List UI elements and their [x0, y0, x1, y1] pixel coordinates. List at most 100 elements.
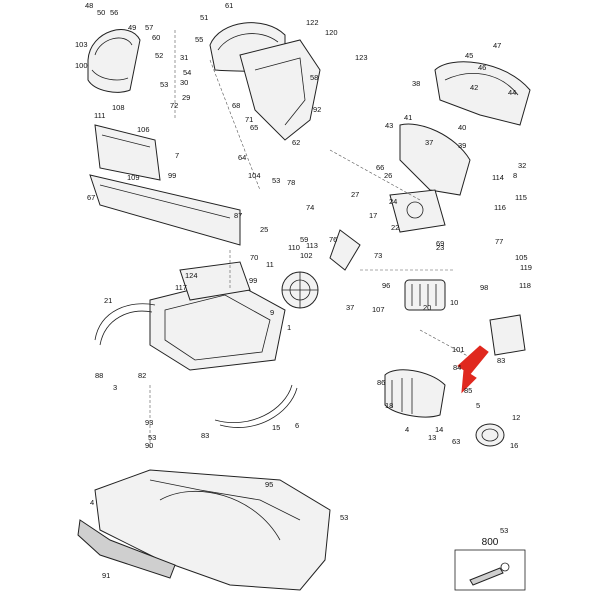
callout-118: 118 — [519, 281, 531, 290]
callout-79: 79 — [0, 0, 8, 2]
miter-detent-arc-right — [214, 384, 298, 428]
callout-46: 46 — [478, 63, 486, 72]
callout-55: 55 — [195, 35, 203, 44]
callout-4: 4 — [405, 425, 409, 434]
kit-item-800 — [454, 549, 526, 591]
callout-56: 56 — [110, 8, 118, 17]
callout-123: 123 — [355, 53, 368, 62]
callout-25: 25 — [260, 225, 268, 234]
callout-53: 53 — [272, 176, 280, 185]
upper-blade-guard — [87, 29, 141, 93]
callout-54: 54 — [183, 68, 191, 77]
callout-82: 82 — [138, 371, 146, 380]
callout-120: 120 — [325, 28, 338, 37]
callout-96: 96 — [382, 281, 390, 290]
callout-16: 16 — [510, 441, 518, 450]
callout-18: 18 — [385, 401, 393, 410]
callout-109: 109 — [127, 173, 140, 182]
callout-122: 122 — [306, 18, 319, 27]
callout-71: 71 — [245, 115, 253, 124]
callout-38: 38 — [412, 79, 420, 88]
callout-111: 111 — [94, 111, 105, 120]
bevel-lever — [329, 229, 361, 271]
callout-69: 69 — [436, 239, 444, 248]
callout-101: 101 — [452, 345, 465, 354]
end-cap — [475, 423, 505, 447]
callout-93: 93 — [145, 418, 153, 427]
callout-62: 62 — [292, 138, 300, 147]
assembly-guide-lines — [149, 30, 476, 450]
callout-6: 6 — [295, 421, 299, 430]
callout-100: 100 — [75, 61, 88, 70]
callout-37: 37 — [346, 303, 354, 312]
callout-30: 30 — [180, 78, 188, 87]
callout-116: 116 — [494, 203, 506, 212]
callout-91: 91 — [102, 571, 110, 580]
callout-124: 124 — [185, 271, 198, 280]
callout-45: 45 — [465, 51, 473, 60]
callout-37: 37 — [425, 138, 433, 147]
callout-1: 1 — [287, 323, 291, 332]
callout-113: 113 — [306, 241, 318, 250]
callout-106: 106 — [137, 125, 150, 134]
callout-74: 74 — [306, 203, 314, 212]
callout-22: 22 — [391, 223, 399, 232]
callout-107: 107 — [372, 305, 385, 314]
callout-98: 98 — [480, 283, 488, 292]
callout-78: 78 — [287, 178, 295, 187]
callout-23: 23 — [436, 243, 444, 252]
miter-detent-arc-left — [94, 303, 156, 346]
callout-83: 83 — [201, 431, 209, 440]
callout-88: 88 — [95, 371, 103, 380]
handwheel — [281, 271, 319, 309]
callout-108: 108 — [112, 103, 125, 112]
callout-48: 48 — [85, 1, 93, 10]
bevel-lock-plate — [179, 261, 251, 301]
rear-fence — [89, 174, 241, 246]
callout-92: 92 — [313, 105, 321, 114]
callout-41: 41 — [404, 113, 412, 122]
callout-11: 11 — [266, 260, 274, 269]
callout-53: 53 — [160, 80, 168, 89]
callout-77: 77 — [495, 237, 503, 246]
callout-110: 110 — [288, 243, 300, 252]
callout-117: 117 — [175, 283, 187, 292]
callout-12: 12 — [512, 413, 520, 422]
callout-90: 90 — [145, 441, 153, 450]
armature — [404, 279, 446, 311]
callout-51: 51 — [200, 13, 208, 22]
callout-8: 8 — [513, 171, 517, 180]
callout-32: 32 — [518, 161, 526, 170]
callout-52: 52 — [155, 51, 163, 60]
callout-21: 21 — [104, 296, 112, 305]
callout-26: 26 — [384, 171, 392, 180]
callout-17: 17 — [369, 211, 377, 220]
callout-7: 7 — [175, 151, 179, 160]
callout-83: 83 — [497, 356, 505, 365]
motor-housing — [384, 369, 446, 418]
callout-73: 73 — [374, 251, 382, 260]
callout-59: 59 — [300, 235, 308, 244]
callout-119: 119 — [520, 263, 532, 272]
callout-50: 50 — [97, 8, 105, 17]
callout-114: 114 — [492, 173, 504, 182]
callout-64: 64 — [238, 153, 246, 162]
callout-53: 53 — [500, 526, 508, 535]
callout-3: 3 — [113, 383, 117, 392]
callout-53: 53 — [340, 513, 348, 522]
callout-49: 49 — [128, 23, 136, 32]
callout-85: 85 — [464, 386, 472, 395]
callout-14: 14 — [435, 425, 443, 434]
callout-73: 73 — [0, 0, 8, 2]
callout-67: 67 — [87, 193, 95, 202]
callout-58: 58 — [310, 73, 318, 82]
callout-104: 104 — [248, 171, 261, 180]
callout-20: 20 — [423, 303, 431, 312]
callout-39: 39 — [458, 141, 466, 150]
gear-housing — [399, 123, 471, 196]
callout-66: 66 — [376, 163, 384, 172]
callout-4: 4 — [90, 498, 94, 507]
